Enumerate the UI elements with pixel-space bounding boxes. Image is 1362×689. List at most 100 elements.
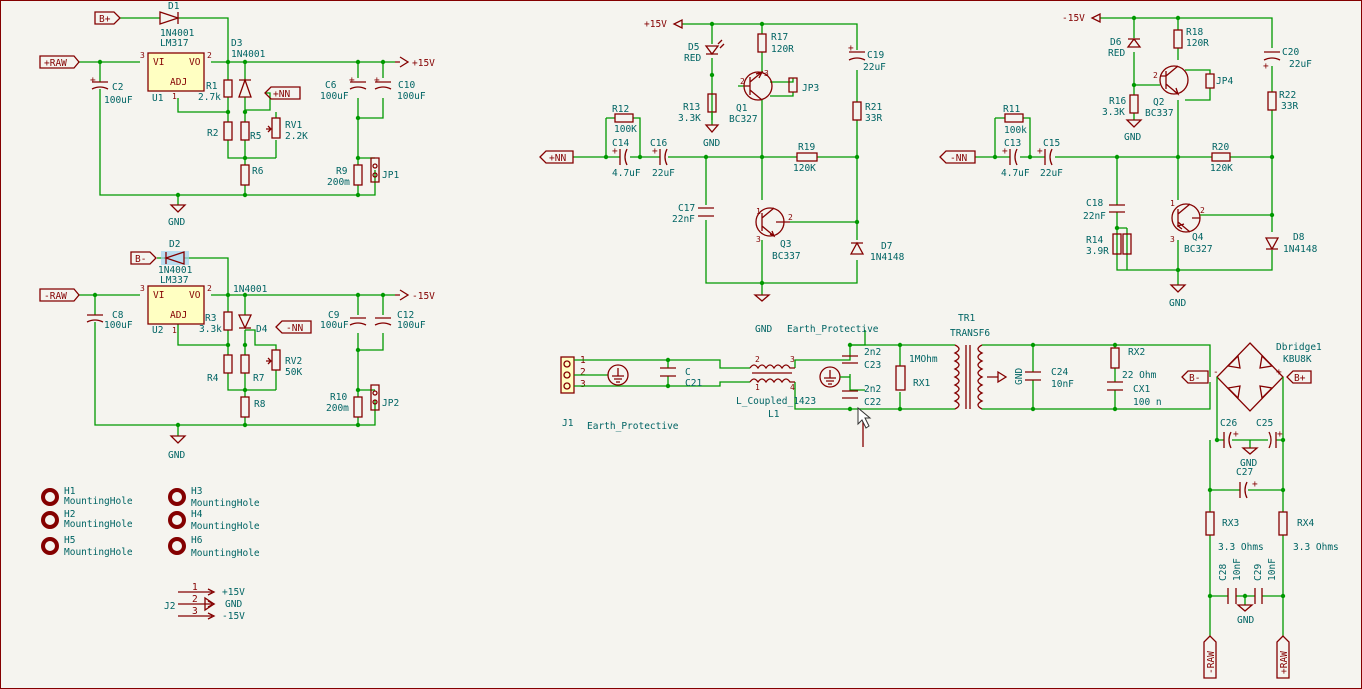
resistor-rx1[interactable] (895, 365, 906, 391)
capacitor-c15[interactable]: + (1037, 146, 1053, 166)
regulator-u2[interactable] (147, 285, 205, 325)
resistor-r5[interactable] (240, 121, 250, 141)
capacitor-c10[interactable]: + (374, 75, 392, 90)
capacitor-c14[interactable]: + (612, 146, 628, 166)
transistor-q1[interactable] (743, 70, 773, 101)
capacitor-c16[interactable]: + (652, 146, 668, 166)
l1-ref: L1 (768, 409, 780, 420)
raw-neg-label[interactable] (39, 288, 80, 302)
resistor-r3[interactable] (223, 311, 233, 331)
led-d5[interactable] (704, 39, 725, 56)
mounting-hole-h2[interactable] (41, 511, 59, 529)
bminus-bridge-label[interactable] (1181, 370, 1209, 384)
capacitor-c6[interactable]: + (349, 75, 367, 90)
r4-ref: R4 (207, 373, 219, 384)
regulator-u1[interactable] (147, 52, 205, 92)
capacitor-c26[interactable]: + (1223, 429, 1239, 449)
resistor-r9[interactable] (353, 164, 363, 186)
mounting-hole-h1[interactable] (41, 488, 59, 506)
potentiometer-rv2[interactable] (266, 349, 281, 371)
raw-neg-out-label[interactable] (1203, 635, 1217, 679)
diode-d8[interactable] (1264, 237, 1280, 251)
nn-pos-input-label[interactable] (539, 150, 574, 164)
r3-ref: R3 (205, 313, 216, 324)
resistor-r12[interactable] (614, 113, 634, 123)
resistor-rx4[interactable] (1278, 511, 1288, 536)
capacitor-c13[interactable]: + (1002, 146, 1018, 166)
nn-pos-label[interactable] (264, 86, 301, 100)
resistor-r14[interactable] (1112, 233, 1132, 255)
connector-j1[interactable] (560, 356, 575, 394)
neg15-arrow (395, 289, 410, 301)
resistor-r18[interactable] (1173, 29, 1183, 49)
capacitor-c21[interactable] (660, 367, 676, 377)
resistor-rx2[interactable] (1110, 347, 1120, 369)
raw-neg-text: -RAW (44, 291, 67, 302)
capacitor-c25[interactable]: + (1268, 429, 1283, 449)
bplus-label[interactable] (94, 11, 121, 25)
diode-d2[interactable] (163, 251, 185, 265)
jumper-jp1[interactable] (370, 157, 380, 183)
svg-text:+: + (1277, 429, 1283, 440)
bminus-label[interactable] (130, 251, 157, 265)
capacitor-c27[interactable]: + (1239, 479, 1258, 499)
resistor-r22[interactable] (1267, 91, 1277, 111)
resistor-r7[interactable] (240, 354, 250, 374)
nn-neg-label[interactable] (275, 320, 312, 334)
capacitor-c8[interactable] (86, 314, 104, 323)
resistor-r1[interactable] (223, 79, 233, 98)
resistor-r4[interactable] (223, 354, 233, 374)
jumper-jp3[interactable] (788, 77, 798, 93)
diode-d4[interactable] (237, 314, 253, 330)
connector-j2[interactable] (178, 588, 216, 620)
resistor-r10[interactable] (353, 396, 363, 418)
transistor-q4[interactable] (1171, 203, 1201, 233)
resistor-r8[interactable] (240, 396, 250, 418)
resistor-r16[interactable] (1129, 94, 1139, 114)
jumper-jp4[interactable] (1205, 73, 1215, 89)
r11-value: 100k (1004, 125, 1027, 136)
potentiometer-rv1[interactable] (266, 117, 281, 139)
capacitor-c19[interactable]: + (848, 43, 866, 61)
coupled-inductor-l1[interactable] (749, 364, 795, 384)
raw-pos-label[interactable] (39, 55, 80, 69)
capacitor-c17[interactable] (698, 207, 714, 217)
transistor-q2[interactable] (1159, 65, 1189, 96)
diode-d1[interactable] (159, 11, 181, 25)
jumper-jp2[interactable] (370, 384, 380, 411)
resistor-rx3[interactable] (1205, 511, 1215, 536)
nn-neg-input-label[interactable] (939, 150, 976, 164)
capacitor-c18[interactable] (1109, 204, 1125, 213)
capacitor-c9[interactable] (349, 317, 367, 326)
resistor-r21[interactable] (852, 101, 862, 121)
led-d6[interactable] (1126, 37, 1142, 48)
svg-text:1: 1 (756, 207, 761, 216)
mounting-hole-h3[interactable] (168, 488, 186, 506)
bridge-rectifier[interactable] (1216, 342, 1284, 412)
capacitor-c23[interactable] (842, 355, 858, 364)
resistor-r6[interactable] (240, 164, 250, 186)
capacitor-c24[interactable] (1025, 371, 1041, 381)
resistor-r17[interactable] (757, 33, 767, 53)
resistor-r11[interactable] (1004, 113, 1024, 123)
raw-pos-out-label[interactable] (1276, 635, 1290, 679)
diode-d7[interactable] (849, 241, 865, 255)
transistor-q3[interactable] (755, 207, 790, 238)
capacitor-c29[interactable] (1254, 588, 1263, 604)
resistor-r2[interactable] (223, 121, 233, 141)
capacitor-c22[interactable] (842, 390, 858, 399)
capacitor-cx1[interactable] (1107, 381, 1123, 391)
capacitor-c20[interactable]: + (1263, 51, 1281, 72)
bplus-bridge-label[interactable] (1286, 370, 1312, 384)
mounting-hole-h5[interactable] (41, 537, 59, 555)
diode-d3[interactable] (238, 78, 252, 98)
capacitor-c12[interactable] (374, 317, 392, 326)
transformer-tr1[interactable] (953, 344, 1008, 410)
resistor-r19[interactable] (796, 152, 818, 162)
capacitor-c2[interactable]: + (90, 75, 109, 90)
resistor-r20[interactable] (1211, 152, 1231, 162)
capacitor-c28[interactable] (1227, 588, 1237, 604)
mounting-hole-h6[interactable] (168, 537, 186, 555)
mounting-hole-h4[interactable] (168, 511, 186, 529)
